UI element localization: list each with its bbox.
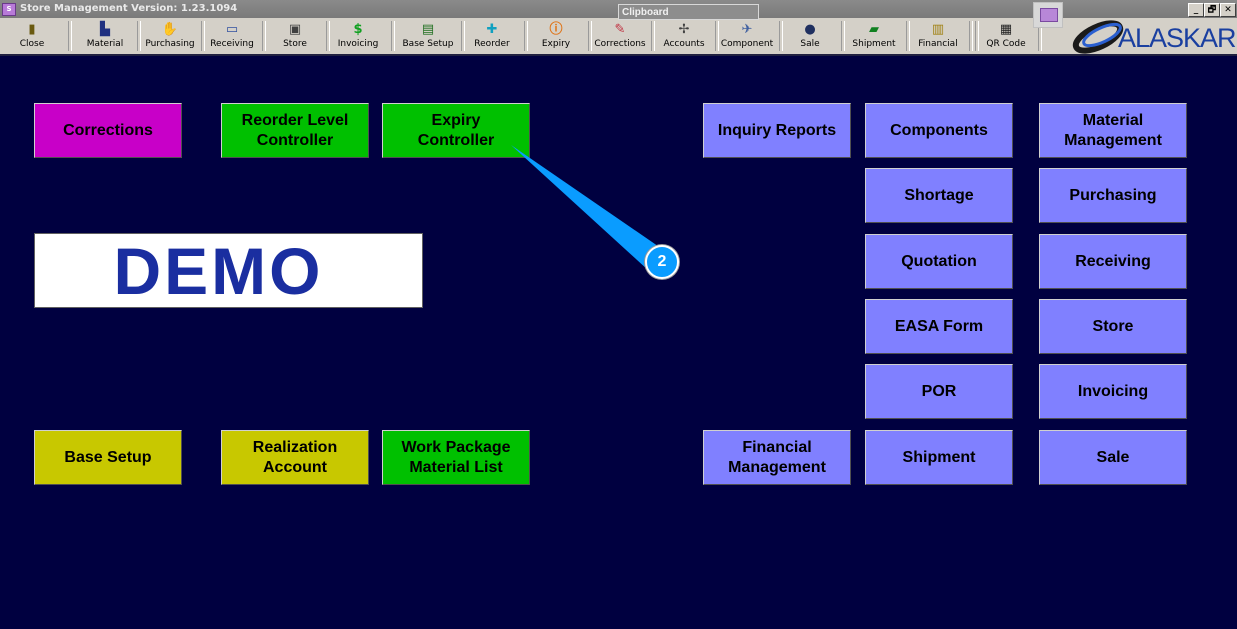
easa-form-button[interactable]: EASA Form — [865, 299, 1013, 354]
toolbar-base-setup-button[interactable]: ▤ Base Setup — [398, 18, 458, 54]
por-button[interactable]: POR — [865, 364, 1013, 419]
toolbar-separator — [461, 21, 465, 51]
toolbar-separator — [779, 21, 783, 51]
app-icon: S — [2, 3, 16, 16]
base-setup-button[interactable]: Base Setup — [34, 430, 182, 485]
toolbar-qr-code-button[interactable]: ▦ QR Code — [978, 18, 1034, 54]
step-badge: 2 — [645, 245, 679, 279]
folder-icon[interactable] — [1033, 2, 1063, 28]
plus-icon: ✚ — [486, 22, 498, 37]
logo-text: ALASKAR — [1118, 23, 1237, 53]
toolbar-invoicing-button[interactable]: $ Invoicing — [330, 18, 386, 54]
realization-account-button[interactable]: Realization Account — [221, 430, 369, 485]
toolbar-sale-button[interactable]: ● Sale — [784, 18, 836, 54]
toolbar-separator — [715, 21, 719, 51]
truck-icon: ▰ — [869, 22, 879, 37]
restore-button[interactable]: 🗗 — [1204, 3, 1220, 17]
toolbar-separator — [68, 21, 72, 51]
material-management-button[interactable]: Material Management — [1039, 103, 1187, 158]
quotation-button[interactable]: Quotation — [865, 234, 1013, 289]
corrections-button[interactable]: Corrections — [34, 103, 182, 158]
financial-icon: ▥ — [931, 22, 945, 37]
door-exit-icon: ▮ — [28, 22, 36, 37]
purchasing-icon: ✋ — [161, 22, 179, 37]
alaskar-logo: ALASKAR — [1066, 20, 1237, 54]
toolbar-separator — [1038, 21, 1042, 51]
receiving-button[interactable]: Receiving — [1039, 234, 1187, 289]
store-button[interactable]: Store — [1039, 299, 1187, 354]
toolbar-expiry-button[interactable]: ⓘ Expiry — [528, 18, 584, 54]
toolbar-shipment-button[interactable]: ▰ Shipment — [846, 18, 902, 54]
toolbar-material-button[interactable]: ▙ Material — [76, 18, 134, 54]
close-window-button[interactable]: ✕ — [1220, 3, 1236, 17]
sale-icon: ● — [804, 22, 816, 37]
toolbar-close-button[interactable]: ▮ Close — [4, 18, 60, 54]
toolbar-separator — [201, 21, 205, 51]
toolbar-separator — [262, 21, 266, 51]
toolbar-accounts-button[interactable]: ✢ Accounts — [656, 18, 712, 54]
financial-management-button[interactable]: Financial Management — [703, 430, 851, 485]
expiry-controller-button[interactable]: Expiry Controller — [382, 103, 530, 158]
store-icon: ▣ — [288, 22, 302, 37]
toolbar-store-button[interactable]: ▣ Store — [266, 18, 324, 54]
work-package-material-list-button[interactable]: Work Package Material List — [382, 430, 530, 485]
qr-code-icon: ▦ — [999, 22, 1013, 37]
toolbar-separator — [841, 21, 845, 51]
logo-swoosh-icon — [1072, 20, 1124, 54]
toolbar-separator — [906, 21, 910, 51]
component-icon: ✈ — [741, 22, 753, 37]
dollar-icon: $ — [353, 22, 363, 37]
toolbar-reorder-button[interactable]: ✚ Reorder — [464, 18, 520, 54]
window-title: Store Management Version: 1.23.1094 — [20, 3, 238, 14]
toolbar: ▮ Close ▙ Material ✋ Purchasing ▭ Receiv… — [0, 18, 1237, 56]
clipboard-popup[interactable]: Clipboard — [618, 4, 759, 20]
table-icon: ▤ — [421, 22, 435, 37]
toolbar-separator — [524, 21, 528, 51]
toolbar-separator — [588, 21, 592, 51]
toolbar-financial-button[interactable]: ▥ Financial — [910, 18, 966, 54]
receiving-icon: ▭ — [225, 22, 239, 37]
sale-button[interactable]: Sale — [1039, 430, 1187, 485]
purchasing-button[interactable]: Purchasing — [1039, 168, 1187, 223]
info-icon: ⓘ — [549, 22, 563, 37]
reorder-level-controller-button[interactable]: Reorder Level Controller — [221, 103, 369, 158]
toolbar-component-button[interactable]: ✈ Component — [718, 18, 776, 54]
shipment-button[interactable]: Shipment — [865, 430, 1013, 485]
toolbar-corrections-button[interactable]: ✎ Corrections — [592, 18, 648, 54]
toolbar-receiving-button[interactable]: ▭ Receiving — [204, 18, 260, 54]
toolbar-purchasing-button[interactable]: ✋ Purchasing — [140, 18, 200, 54]
demo-watermark: DEMO — [34, 233, 423, 308]
shortage-button[interactable]: Shortage — [865, 168, 1013, 223]
minimize-button[interactable]: _ — [1188, 3, 1204, 17]
toolbar-separator — [137, 21, 141, 51]
toolbar-separator — [391, 21, 395, 51]
toolbar-separator — [326, 21, 330, 51]
material-icon: ▙ — [100, 22, 110, 37]
corrections-icon: ✎ — [614, 22, 626, 37]
toolbar-separator — [651, 21, 655, 51]
toolbar-separator — [975, 21, 979, 51]
invoicing-button[interactable]: Invoicing — [1039, 364, 1187, 419]
components-button[interactable]: Components — [865, 103, 1013, 158]
inquiry-reports-button[interactable]: Inquiry Reports — [703, 103, 851, 158]
toolbar-separator — [969, 21, 973, 51]
accounts-icon: ✢ — [678, 22, 690, 37]
